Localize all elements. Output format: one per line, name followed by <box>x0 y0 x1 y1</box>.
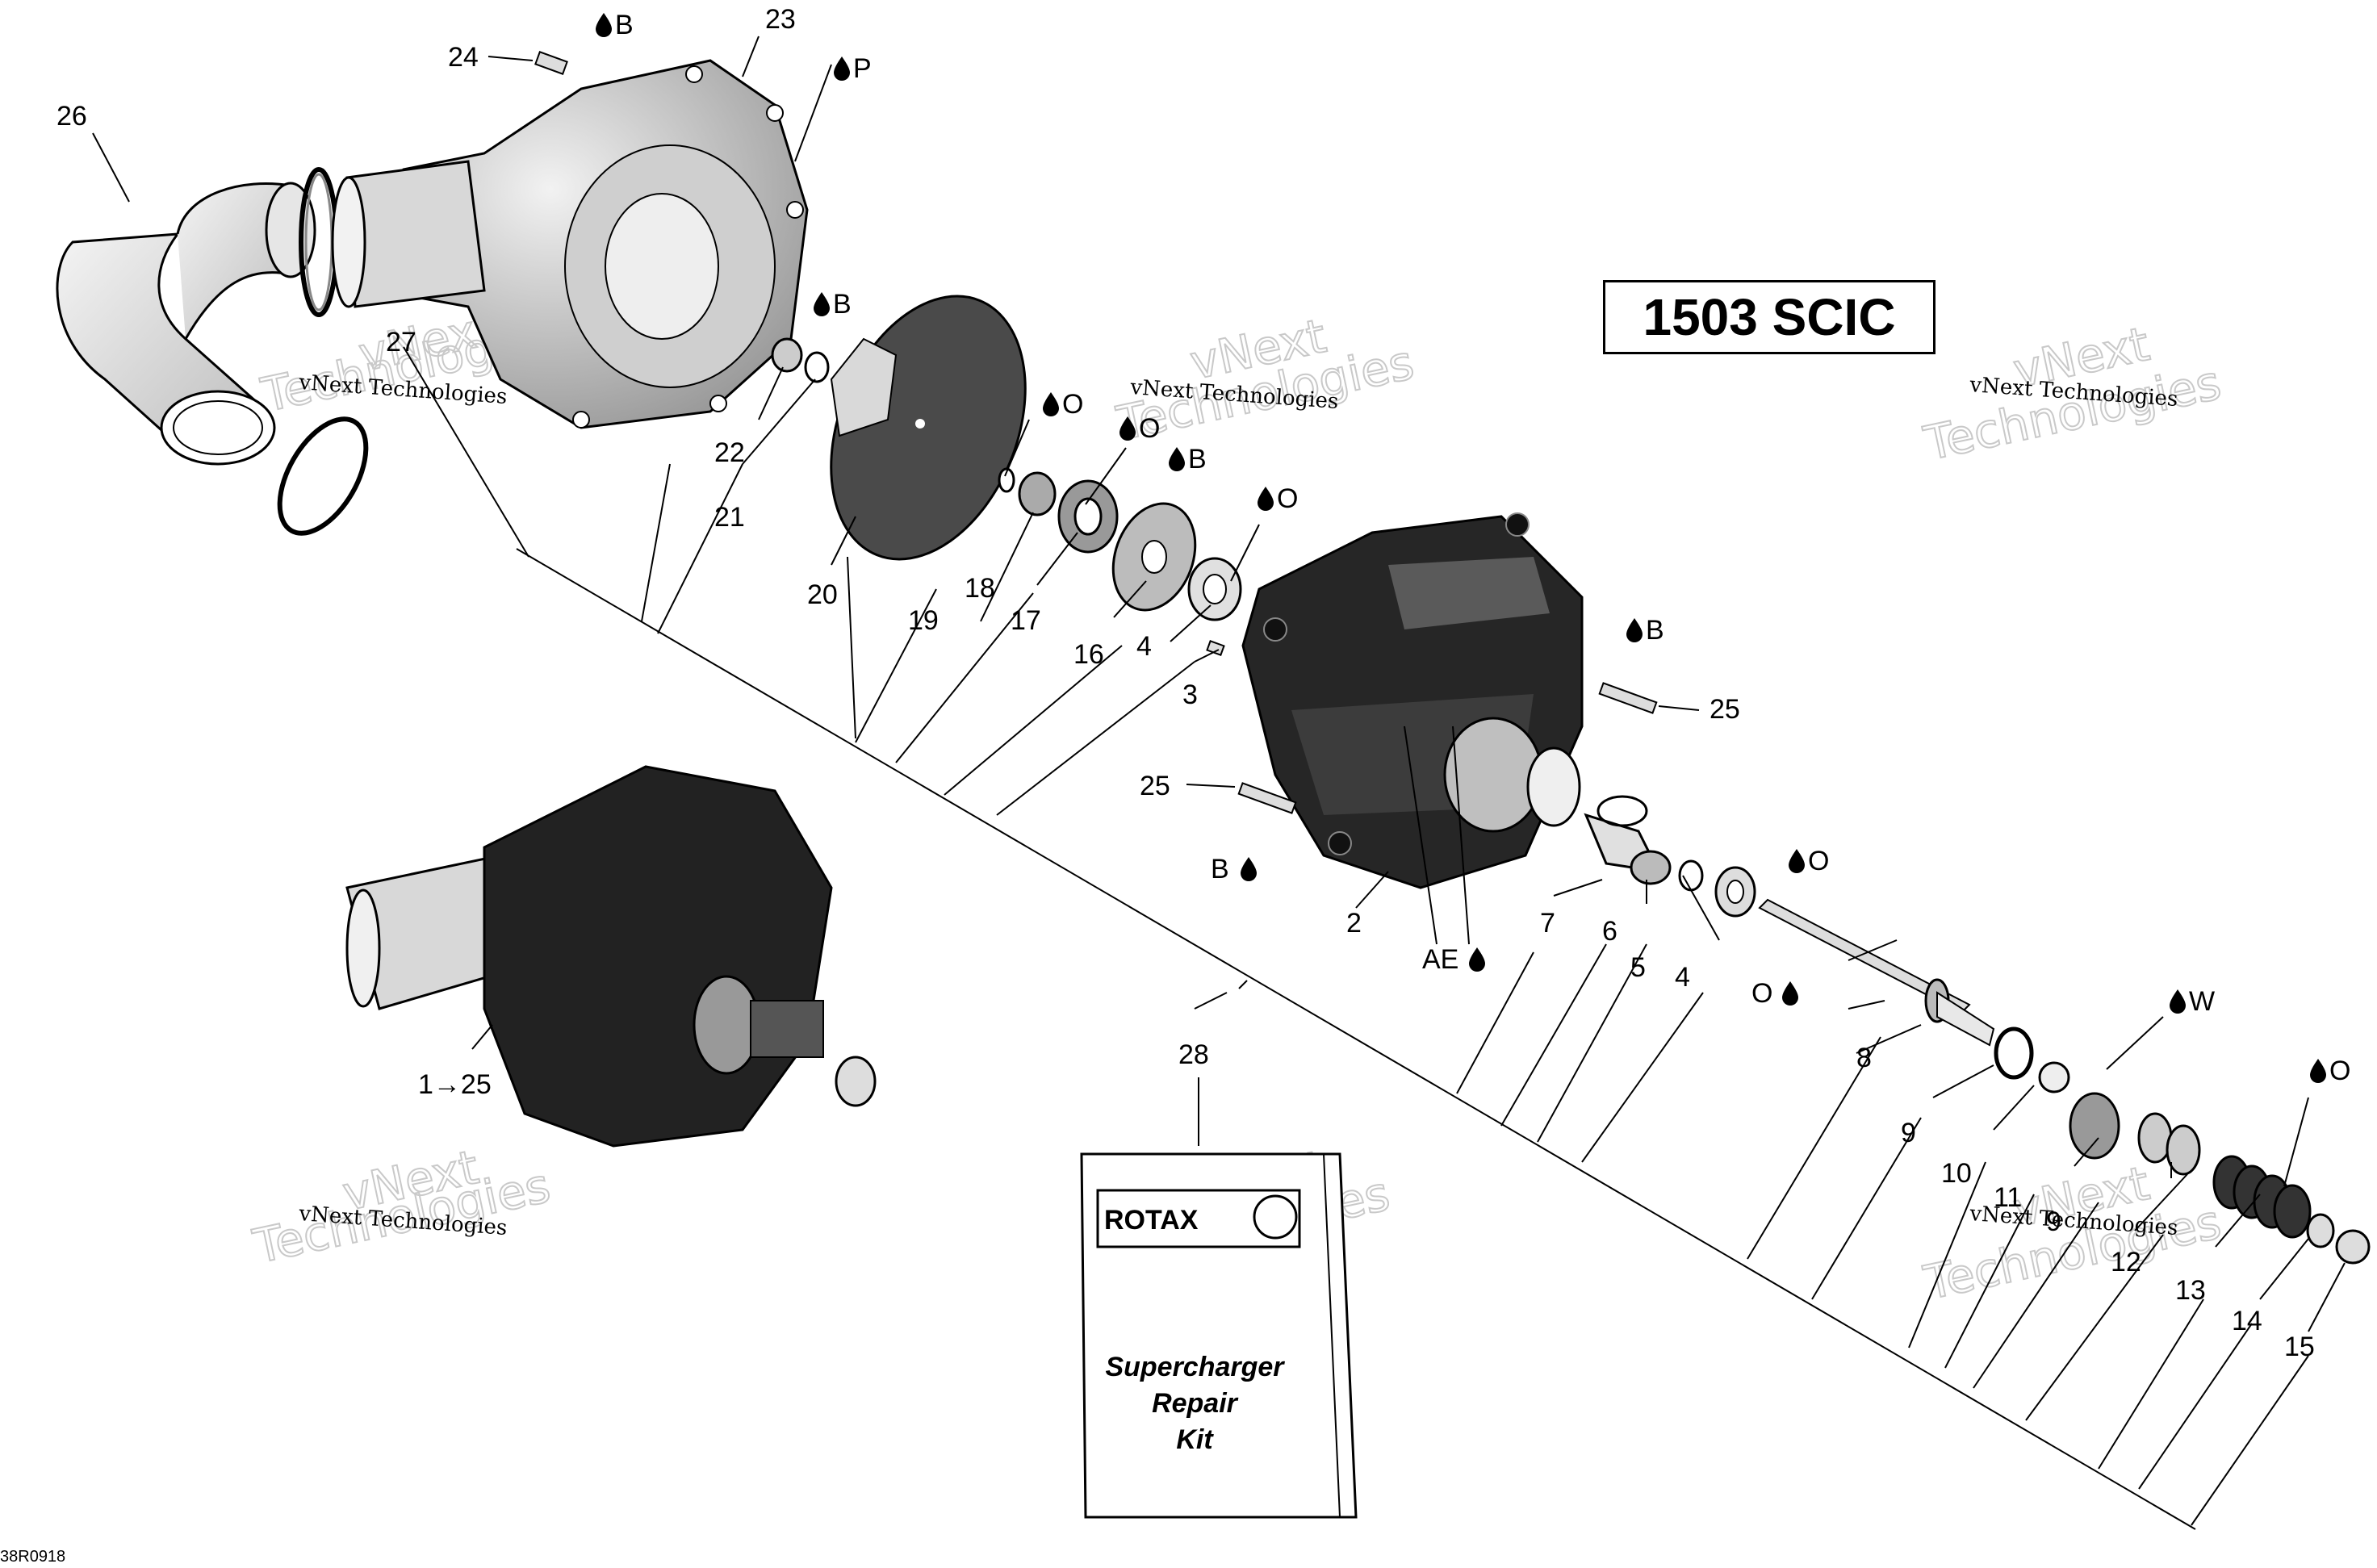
svg-text:26: 26 <box>56 101 87 132</box>
screw-parts-25 <box>1237 682 1658 814</box>
main-housing-part-2 <box>1241 512 1584 889</box>
svg-text:5: 5 <box>1630 952 1646 983</box>
svg-text:B: B <box>615 10 634 40</box>
drop-icon <box>2310 1059 2326 1083</box>
svg-text:9: 9 <box>1901 1118 1916 1148</box>
svg-text:B: B <box>1211 854 1229 884</box>
drop-icon <box>1043 392 1059 416</box>
svg-text:17: 17 <box>1011 605 1041 636</box>
svg-text:23: 23 <box>765 4 796 35</box>
svg-text:7: 7 <box>1540 908 1555 939</box>
svg-text:3: 3 <box>1182 679 1198 710</box>
svg-text:14: 14 <box>2232 1306 2262 1336</box>
svg-text:O: O <box>1277 483 1298 514</box>
svg-text:2: 2 <box>1346 908 1362 939</box>
drop-icon <box>1169 447 1185 471</box>
svg-text:O: O <box>1751 978 1772 1009</box>
svg-text:O: O <box>1808 846 1829 876</box>
svg-text:Kit: Kit <box>1176 1424 1214 1455</box>
svg-text:20: 20 <box>807 579 838 610</box>
svg-text:25: 25 <box>1140 771 1170 801</box>
drop-icon <box>1789 849 1805 873</box>
svg-text:10: 10 <box>1941 1158 1972 1189</box>
drop-icon <box>834 56 850 81</box>
drop-icon <box>1258 487 1274 511</box>
drop-icon <box>1782 981 1798 1006</box>
svg-text:24: 24 <box>448 42 479 73</box>
ring-parts-21-22 <box>771 337 830 383</box>
svg-text:B: B <box>833 289 852 320</box>
svg-text:O: O <box>2329 1056 2350 1086</box>
svg-text:1→25: 1→25 <box>418 1069 492 1100</box>
drop-icon <box>1469 947 1485 972</box>
svg-text:B: B <box>1188 444 1207 475</box>
svg-text:19: 19 <box>908 605 939 636</box>
svg-text:Repair: Repair <box>1152 1388 1239 1419</box>
callout-numbers: 26 27 23 24 22 21 20 19 18 17 16 4 3 25 … <box>56 4 2315 1362</box>
svg-text:11: 11 <box>1994 1182 2022 1213</box>
svg-text:AE: AE <box>1422 944 1458 975</box>
clamp-part-27 <box>277 167 369 536</box>
svg-text:15: 15 <box>2284 1332 2315 1362</box>
leader-lines <box>92 36 2346 1526</box>
svg-text:6: 6 <box>1602 916 1617 947</box>
svg-text:4: 4 <box>1675 962 1690 993</box>
model-label: 1503 SCIC <box>1603 280 1935 354</box>
assembly-line <box>516 548 2196 1530</box>
housing-cover-part-23 <box>331 59 809 429</box>
svg-text:Supercharger: Supercharger <box>1105 1352 1285 1382</box>
drop-icon <box>1241 857 1257 881</box>
svg-text:21: 21 <box>714 502 745 533</box>
svg-text:12: 12 <box>2111 1247 2141 1277</box>
svg-text:O: O <box>1062 389 1083 420</box>
svg-text:O: O <box>1139 413 1160 444</box>
diagram-code: 38R0918 <box>0 1548 66 1566</box>
repair-kit-part-28: ROTAX Supercharger Repair Kit <box>1080 1152 1358 1519</box>
svg-text:25: 25 <box>1710 694 1740 725</box>
svg-text:4: 4 <box>1136 631 1152 662</box>
shaft-part-8 <box>1758 898 1995 1047</box>
svg-text:13: 13 <box>2175 1275 2206 1306</box>
svg-text:27: 27 <box>386 327 416 358</box>
hose-part-26 <box>56 182 316 466</box>
impeller-part-20 <box>830 295 1027 561</box>
bearing-parts-4-7 <box>1584 795 1756 918</box>
svg-text:P: P <box>853 53 872 84</box>
svg-text:18: 18 <box>965 573 995 604</box>
svg-text:16: 16 <box>1073 639 1104 670</box>
drop-icon <box>596 13 612 37</box>
svg-text:ROTAX: ROTAX <box>1104 1205 1199 1236</box>
svg-text:9: 9 <box>2046 1206 2061 1237</box>
svg-text:28: 28 <box>1178 1039 1209 1070</box>
svg-text:W: W <box>2189 986 2215 1017</box>
small-parts-16-19 <box>998 467 1242 656</box>
drop-icon <box>814 292 830 316</box>
screw-part-24 <box>534 51 568 75</box>
drop-icon <box>2170 989 2186 1014</box>
lubricant-markers: B P B O O B O B B AE O O W O <box>596 10 2350 1086</box>
drop-icon <box>1626 618 1643 642</box>
svg-text:8: 8 <box>1856 1043 1872 1073</box>
svg-text:22: 22 <box>714 437 745 468</box>
svg-text:B: B <box>1646 615 1664 646</box>
assembled-unit-part-1 <box>345 765 877 1148</box>
